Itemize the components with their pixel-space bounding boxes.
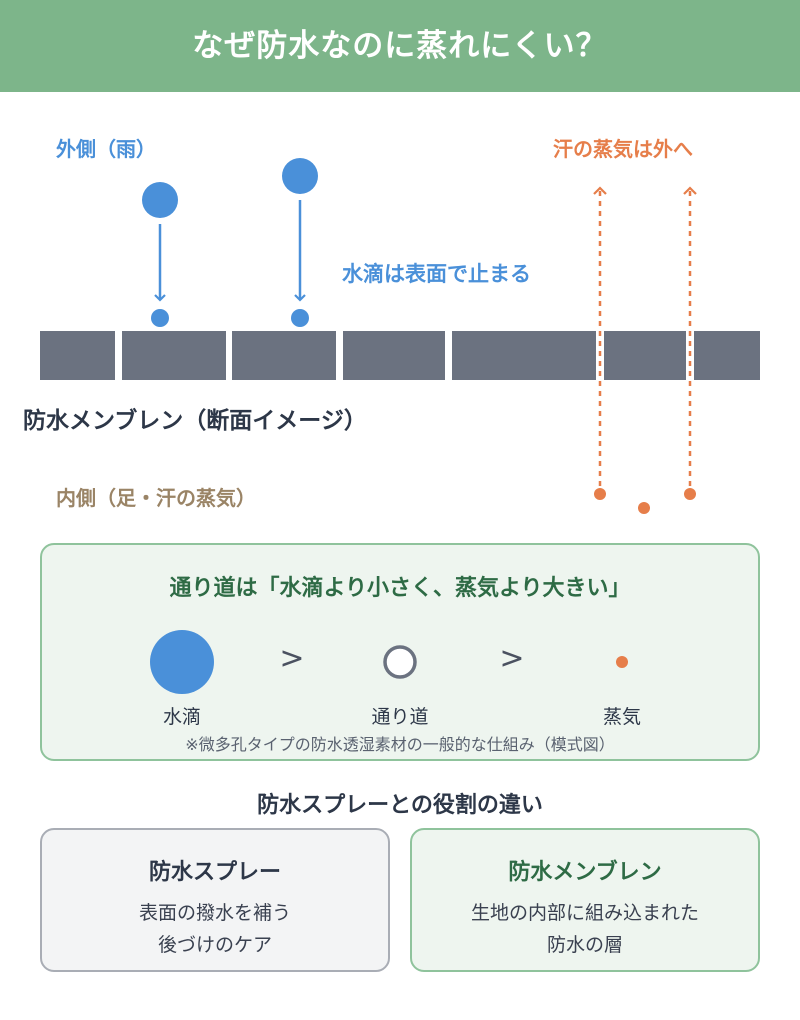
membrane-segment <box>452 331 596 380</box>
membrane-segment <box>604 331 686 380</box>
greater-than-sign-1: > <box>279 641 305 676</box>
roles-heading: 防水スプレーとの役割の違い <box>257 793 543 818</box>
greater-than-sign-2: > <box>499 641 525 676</box>
water-stops-label: 水滴は表面で止まる <box>342 262 531 286</box>
vapor-dot-2 <box>638 502 650 514</box>
spray-card: 防水スプレー 表面の撥水を補う 後づけのケア <box>40 828 390 972</box>
vapor-dot-3 <box>684 488 696 500</box>
membrane-segment <box>343 331 445 380</box>
membrane-card-line-2: 防水の層 <box>546 934 623 956</box>
membrane-segment <box>40 331 115 380</box>
size-comparison-graphic <box>150 630 628 694</box>
vapor-dot-1 <box>594 488 606 500</box>
membrane-segment <box>122 331 226 380</box>
comparison-title: 通り道は「水滴より小さく、蒸気より大きい」 <box>169 576 631 601</box>
vapor-caption: 蒸気 <box>602 706 641 728</box>
footnote: ※微多孔タイプの防水透湿素材の一般的な仕組み（模式図） <box>185 735 615 754</box>
membrane-card: 防水メンブレン 生地の内部に組み込まれた 防水の層 <box>410 828 760 972</box>
pore-size-comparison-box: 通り道は「水滴より小さく、蒸気より大きい」 > > 水滴 通り道 蒸気 ※微多孔… <box>40 543 760 761</box>
membrane-card-line-1: 生地の内部に組み込まれた <box>470 902 699 924</box>
raindrop-large-1 <box>142 182 178 218</box>
membrane-label: 防水メンブレン（断面イメージ） <box>23 408 367 434</box>
membrane-segment <box>694 331 760 380</box>
pore-caption: 通り道 <box>371 706 429 728</box>
membrane-diagram <box>40 158 760 514</box>
water-drop-caption: 水滴 <box>162 706 201 728</box>
page-title: なぜ防水なのに蒸れにくい？ <box>192 28 608 64</box>
spray-card-line-2: 後づけのケア <box>157 934 272 956</box>
raindrop-large-2 <box>282 158 318 194</box>
spray-card-line-1: 表面の撥水を補う <box>138 902 291 924</box>
raindrop-small-1 <box>151 309 169 327</box>
outside-label: 外側（雨） <box>56 137 156 161</box>
pore-icon <box>383 645 417 679</box>
header-bar: なぜ防水なのに蒸れにくい？ <box>0 0 800 92</box>
vapor-particle-icon <box>616 656 628 668</box>
membrane-segment <box>232 331 336 380</box>
membrane-layer <box>40 331 760 380</box>
water-drop-icon <box>150 630 214 694</box>
raindrop-small-2 <box>291 309 309 327</box>
membrane-card-title: 防水メンブレン <box>508 860 662 885</box>
spray-card-title: 防水スプレー <box>148 860 281 885</box>
inside-label: 内側（足・汗の蒸気） <box>56 486 256 510</box>
sweat-vapor-out-label: 汗の蒸気は外へ <box>553 137 693 161</box>
